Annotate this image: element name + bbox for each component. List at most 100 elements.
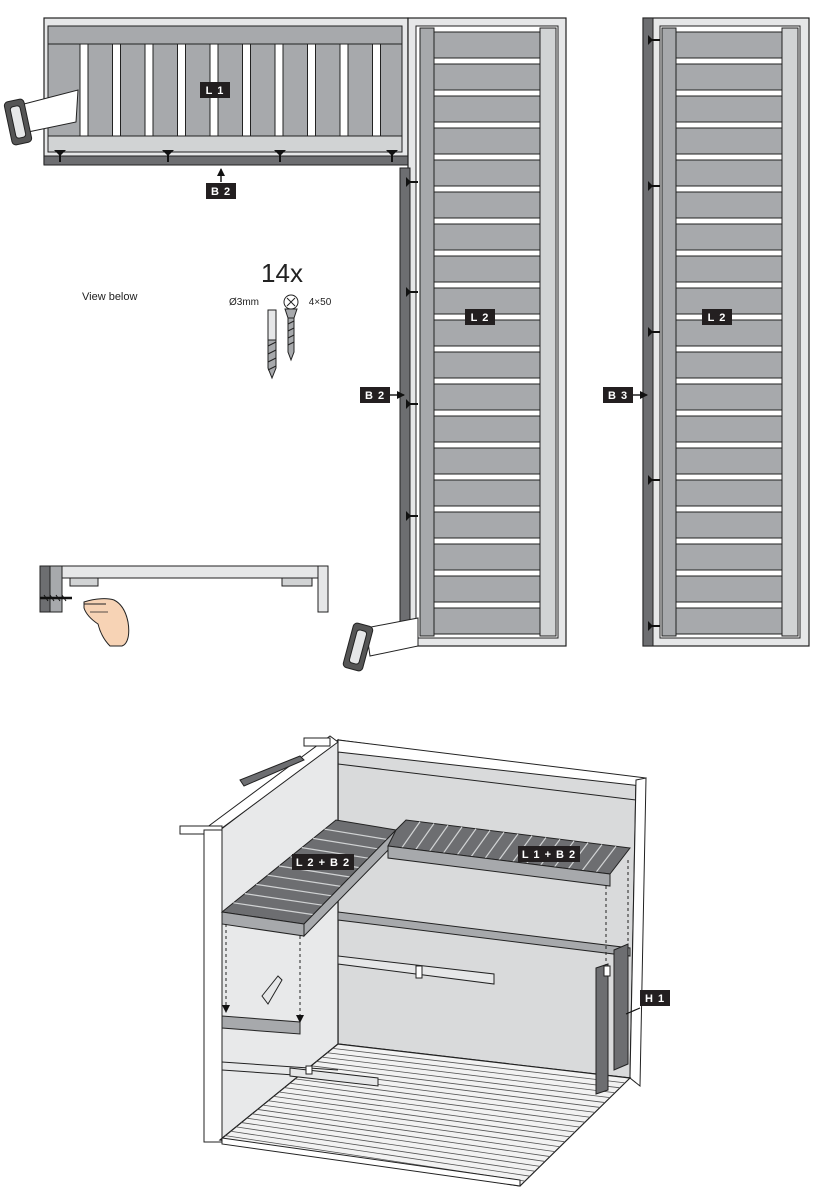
l2-right-slat [675,575,783,603]
bench-slat-line [301,847,369,859]
l1-screws [54,150,398,162]
l2-right-slat [675,159,783,187]
rail-b2-top [43,155,409,166]
l1-slat-gap [177,43,186,137]
bench-l1: L 1 B 2 [3,17,409,199]
l2-right-slat [675,127,783,155]
floor-board-line [278,1091,576,1133]
bench-slat-line [401,821,421,849]
floor-board-line [246,1117,546,1162]
l2-right-screws [648,35,660,631]
tag-b3-text: B 3 [608,390,628,402]
l2-right-slat [675,223,783,251]
sauna-interior: L 2 + B 2 L 1 + B 2 H 1 [179,735,670,1187]
h1-part [595,943,629,1095]
l2-right-slat [675,351,783,379]
bench-slat-line [244,893,323,906]
tag-b2-side: B 2 [360,387,390,403]
bench-l2-left: L 2 B 2 [342,17,567,672]
floor-board-line [230,1130,531,1177]
l2-right-slat [675,255,783,283]
l1-slat-gap [307,43,316,137]
screw-mark [274,150,286,162]
l2-right-slat [675,383,783,411]
l1-slat-gap [372,43,381,137]
saw-icon [3,89,79,146]
l2-right-slat [675,415,783,443]
screw-mark [386,150,398,162]
l2-left-slat [433,479,541,507]
floor-board-line [327,1052,621,1089]
bench-slat-line [313,837,378,850]
screw-count: 14x [261,258,303,288]
drill-size: Ø3mm [229,297,259,308]
screw-mark [648,35,660,45]
screw-mark [648,181,660,191]
tag-b2-top-text: B 2 [211,186,231,198]
bench-slat-line [484,831,505,859]
floor-board-line [295,1078,591,1118]
l2-left-slat [433,95,541,123]
l1-slat-gap [339,43,349,137]
l2-left-slat [433,159,541,187]
bench-slat-line [443,826,463,854]
l2-right-slat [675,447,783,475]
l2-left-slat [433,543,541,571]
tag-h1: H 1 [640,990,670,1006]
tag-b3: B 3 [603,387,633,403]
bench-l2-right: L 2 B 3 [603,17,810,647]
tag-l2-b2-text: L 2 + B 2 [296,857,350,869]
floor-board-line [241,1122,541,1167]
screw-callout: 14x Ø3mm 4×50 [229,258,332,380]
l2-right-slat [675,543,783,571]
bench-slat-line [256,883,332,897]
l2-right-slat [675,31,783,59]
tag-l1: L 1 [200,82,230,98]
bench-slat-line [278,865,351,878]
l2-right-slat [675,95,783,123]
tag-l2-right: L 2 [702,309,732,325]
tag-b2-top: B 2 [206,183,236,199]
l2-right-slat [675,63,783,91]
screw-size: 4×50 [309,297,332,308]
l1-slat-gap [274,43,284,137]
l2-right-slat [675,511,783,539]
bench-slat-line [456,828,477,856]
screw-icon [283,294,299,362]
l2-left-slats [433,31,541,635]
bench-slat-line [429,824,449,852]
floor-board-line [236,1126,536,1172]
l2-left-slat [433,191,541,219]
bench-slat-line [267,874,341,887]
bench-slat-line [581,844,603,871]
floor-board-line [252,1113,551,1157]
screw-mark [54,150,66,162]
l2-left-slat [433,511,541,539]
hand-icon [83,598,130,647]
floor-board-line [284,1087,581,1128]
floor-board-line [268,1100,566,1143]
floor-board-line [257,1109,556,1153]
view-below-detail [39,565,329,647]
l2-right-slat [675,479,783,507]
bench-slat-line [324,828,387,840]
l2-left-slat [433,447,541,475]
l1-slat-gap [79,43,89,137]
screw-mark [648,327,660,337]
tag-l2-right-text: L 2 [708,312,727,324]
screw-mark [162,150,174,162]
bench-slat-line [595,845,617,873]
l2-left-slat [433,575,541,603]
l2-left-slat [433,383,541,411]
tag-l1-b2: L 1 + B 2 [518,846,580,862]
floor-board-line [311,1065,606,1103]
tag-l2-b2: L 2 + B 2 [292,854,354,870]
view-below-caption: View below [82,291,137,303]
l2-left-slat [433,127,541,155]
floor-board-line [316,1061,611,1099]
screw-mark [406,511,418,521]
screw-mark [406,177,418,187]
floor-board-line [321,1056,616,1094]
l2-right-slat [675,191,783,219]
